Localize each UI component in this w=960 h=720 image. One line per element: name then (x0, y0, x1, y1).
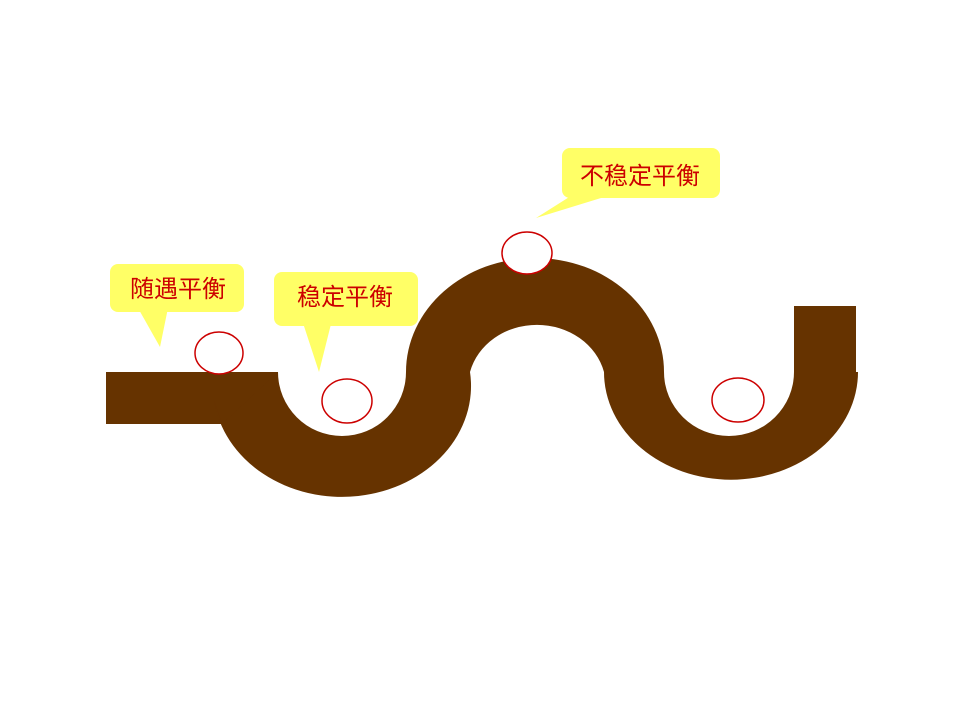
callout-neutral-label: 随遇平衡 (130, 275, 226, 303)
callout-unstable: 不稳定平衡 (536, 148, 720, 218)
track-valley-left (214, 372, 472, 497)
callout-neutral-tail (138, 308, 168, 347)
callout-unstable-box (562, 148, 720, 198)
callout-stable-tail (302, 320, 332, 372)
callout-neutral: 随遇平衡 (110, 264, 244, 347)
callout-neutral-box (110, 264, 244, 312)
callout-unstable-tail (536, 194, 614, 218)
track-post-right (794, 306, 856, 378)
track (106, 258, 858, 497)
callout-stable-label: 稳定平衡 (297, 283, 393, 311)
callout-stable-box (274, 272, 418, 326)
balls (194, 231, 765, 424)
track-valley-right (604, 372, 858, 480)
track-hill (406, 258, 664, 372)
ball-stable-left (321, 378, 373, 424)
ball-stable-right (711, 377, 765, 423)
ball-neutral (194, 331, 244, 375)
ball-unstable (501, 231, 553, 275)
callout-stable: 稳定平衡 (274, 272, 418, 372)
callout-unstable-label: 不稳定平衡 (580, 162, 700, 190)
